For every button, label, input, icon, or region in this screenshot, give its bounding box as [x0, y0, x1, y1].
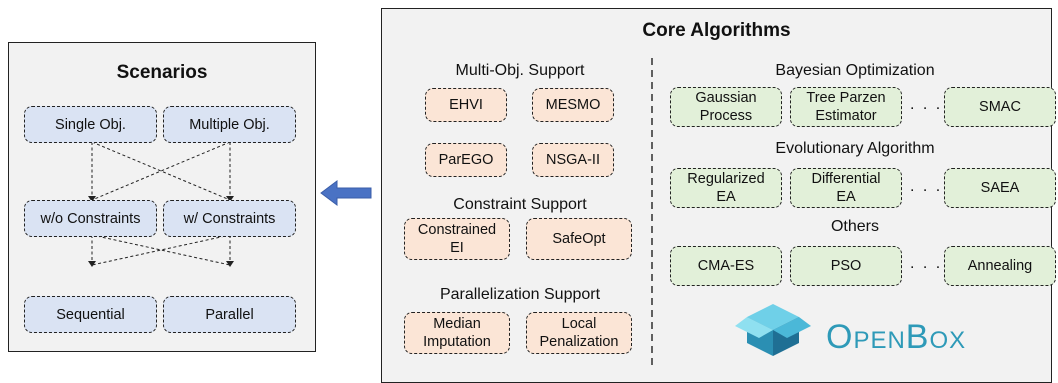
- scenario-sequential: Sequential: [24, 296, 157, 333]
- evolutionary-ellipsis: . . .: [910, 178, 943, 195]
- others-ellipsis: . . .: [910, 255, 943, 272]
- multi-obj-heading: Multi-Obj. Support: [455, 62, 585, 79]
- others-heading: Others: [830, 218, 879, 235]
- bayesian-ellipsis: . . .: [910, 96, 943, 113]
- algo-saea: SAEA: [944, 168, 1056, 208]
- algo-nsga-ii: NSGA-II: [532, 143, 614, 177]
- algo-pso: PSO: [790, 246, 902, 286]
- algo-mesmo: MESMO: [532, 88, 614, 122]
- openbox-logo-text: OpenBox: [826, 318, 967, 356]
- evolutionary-heading: Evolutionary Algorithm: [775, 140, 935, 157]
- algo-regularized-ea: Regularized EA: [670, 168, 782, 208]
- algo-cma-es: CMA-ES: [670, 246, 782, 286]
- algo-median-imputation: Median Imputation: [404, 312, 510, 354]
- algo-safeopt: SafeOpt: [526, 218, 632, 260]
- scenario-single-obj: Single Obj.: [24, 106, 157, 143]
- algo-tree-parzen-estimator: Tree Parzen Estimator: [790, 87, 902, 127]
- scenario-parallel: Parallel: [163, 296, 296, 333]
- scenario-multiple-obj: Multiple Obj.: [163, 106, 296, 143]
- algo-ehvi: EHVI: [425, 88, 507, 122]
- scenario-w-constraints: w/ Constraints: [163, 200, 296, 237]
- algo-constrained-ei: Constrained EI: [404, 218, 510, 260]
- algo-gaussian-process: Gaussian Process: [670, 87, 782, 127]
- algo-differential-ea: Differential EA: [790, 168, 902, 208]
- algo-parego: ParEGO: [425, 143, 507, 177]
- algo-local-penalization: Local Penalization: [526, 312, 632, 354]
- core-algorithms-title: Core Algorithms: [642, 20, 791, 41]
- scenarios-title: Scenarios: [116, 62, 208, 83]
- parallelization-heading: Parallelization Support: [439, 286, 601, 303]
- scenario-wo-constraints: w/o Constraints: [24, 200, 157, 237]
- algo-smac: SMAC: [944, 87, 1056, 127]
- bayesian-heading: Bayesian Optimization: [775, 62, 935, 79]
- constraint-heading: Constraint Support: [453, 196, 587, 213]
- algo-annealing: Annealing: [944, 246, 1056, 286]
